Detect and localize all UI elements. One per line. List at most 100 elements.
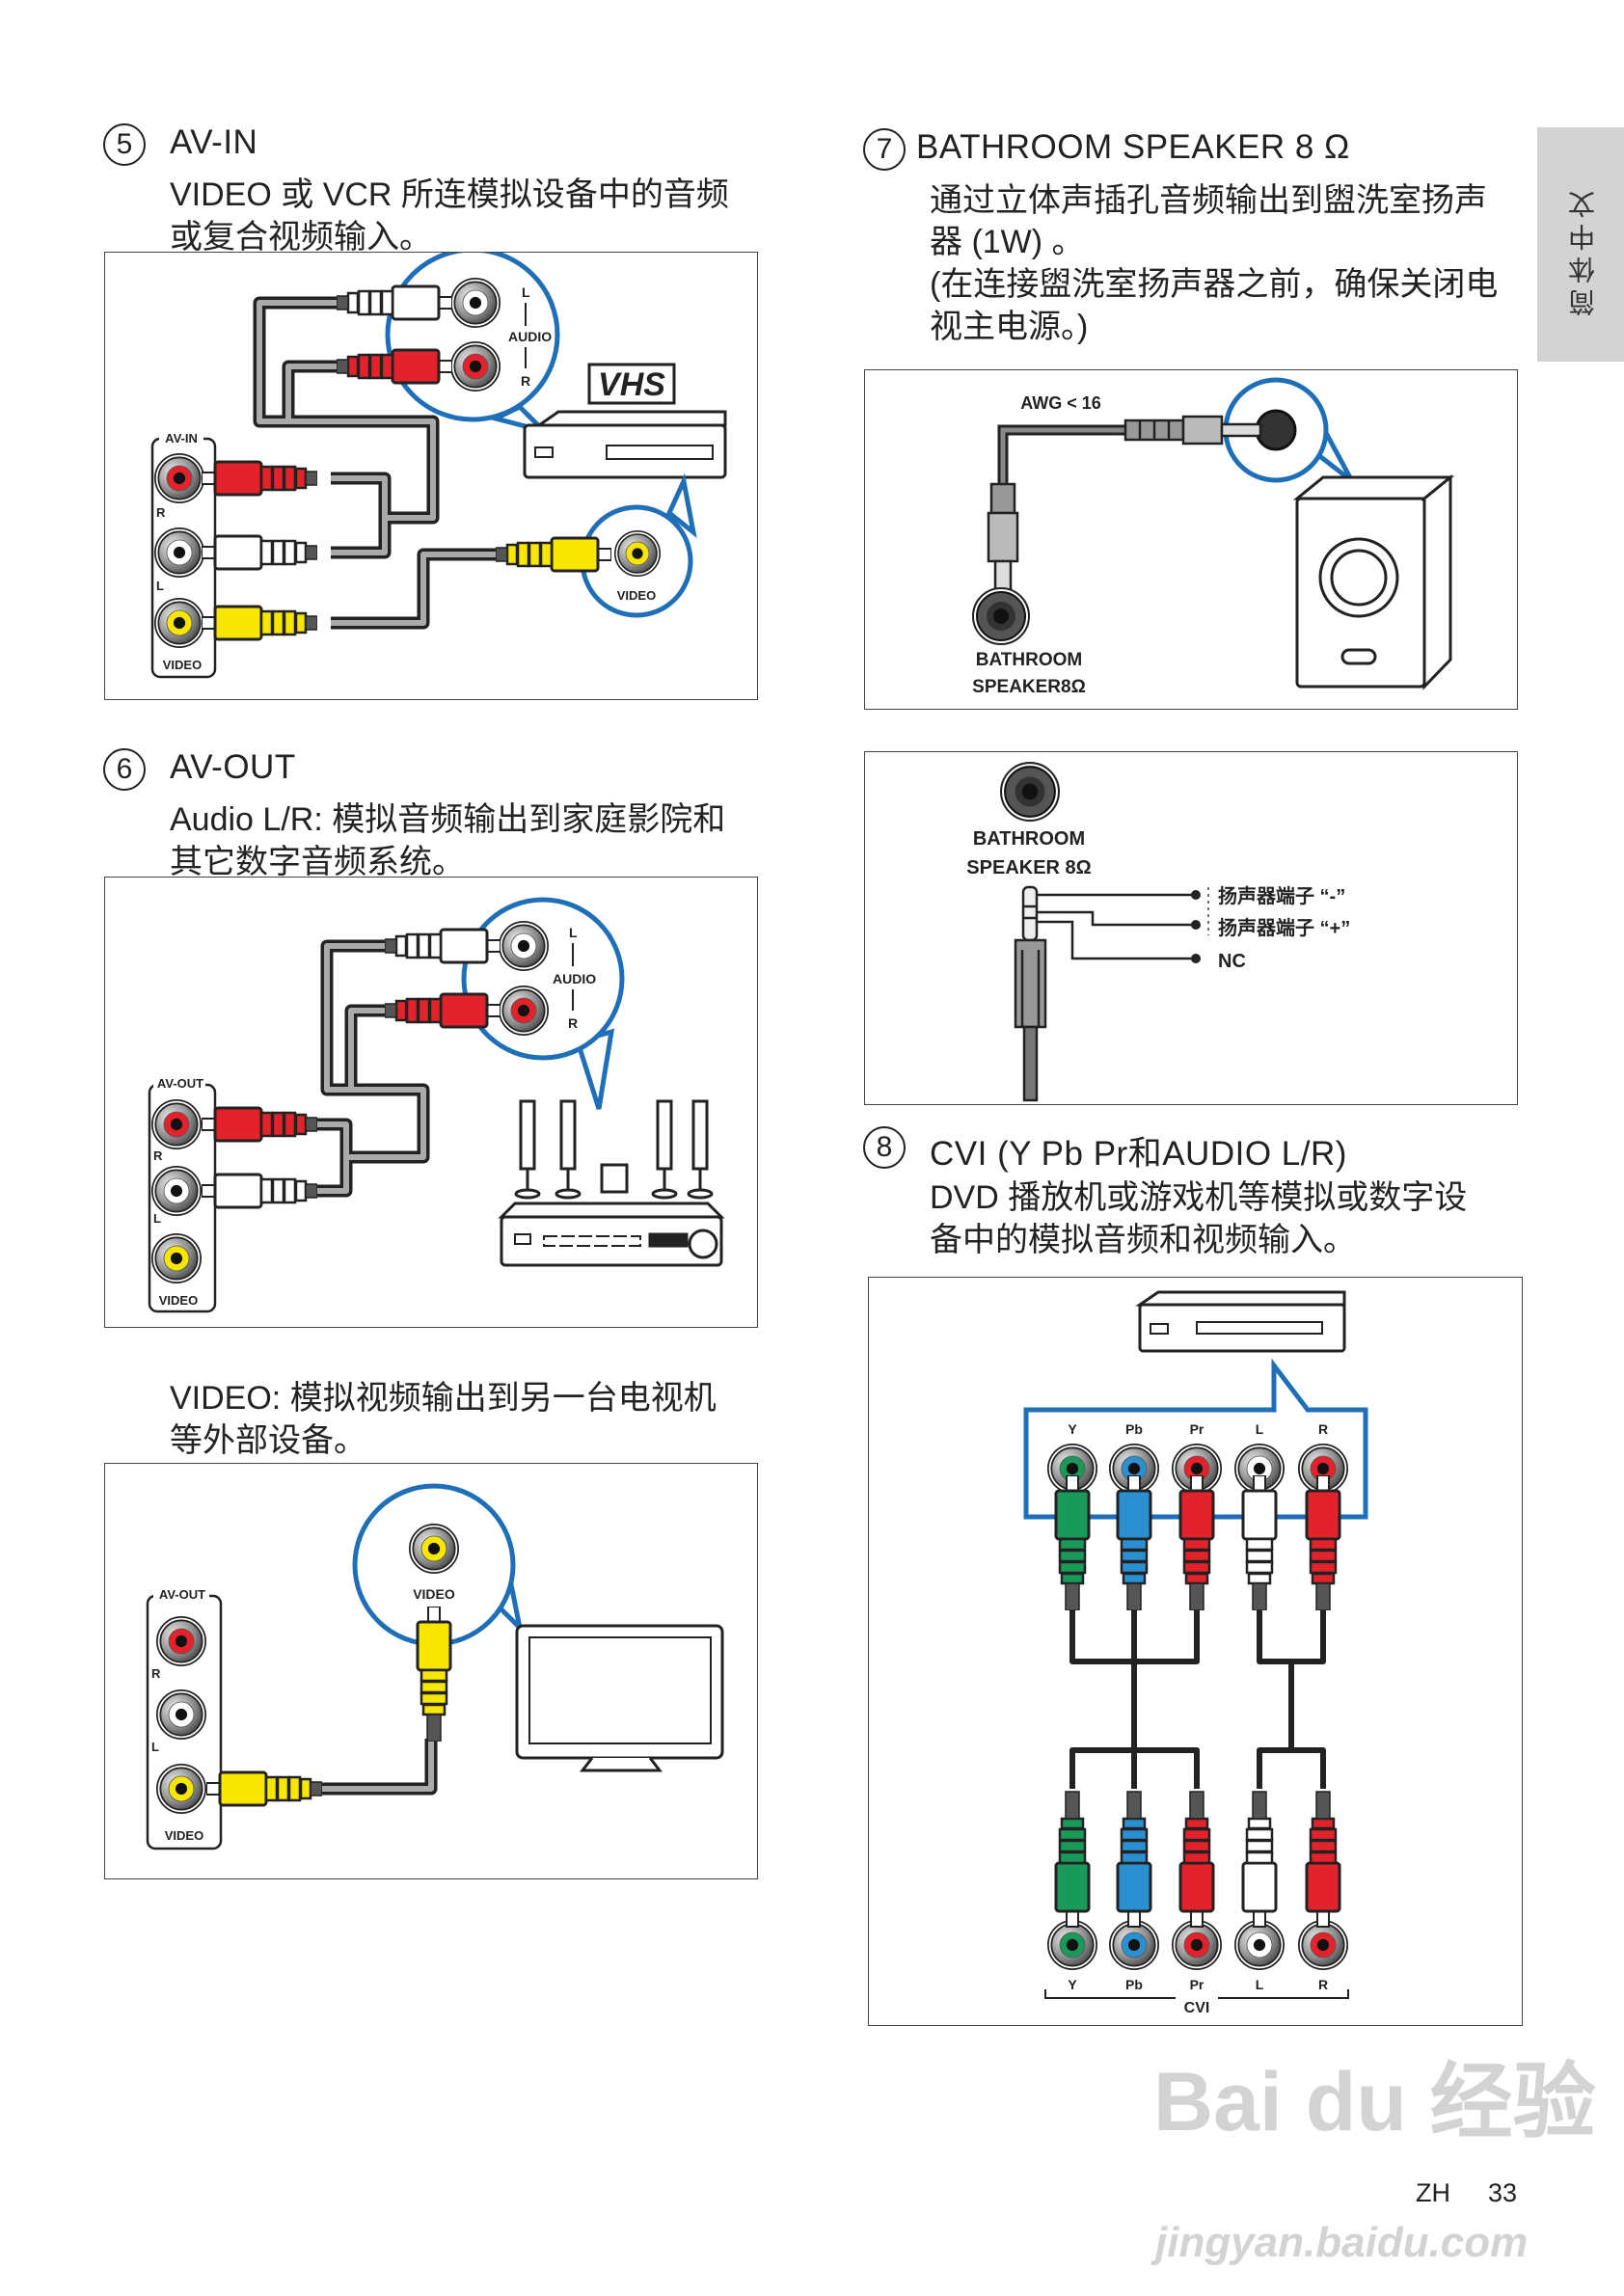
r-label: R <box>153 1148 163 1163</box>
yellow-plug <box>416 1607 452 1742</box>
bathroom-speaker-jack <box>972 587 1030 645</box>
top-label-r: R <box>1318 1421 1328 1437</box>
av-out-audio-diagram: L AUDIO R AV-OUT R L VIDEO <box>104 877 758 1328</box>
panel-label: AV-IN <box>165 431 198 446</box>
section-desc-line: 视主电源。) <box>930 309 1089 345</box>
av-out-panel: AV-OUT R L VIDEO <box>148 1076 217 1313</box>
top-label-pb: Pb <box>1125 1421 1143 1437</box>
blue-plug <box>1116 1475 1152 1610</box>
yellow-plug <box>206 1770 322 1807</box>
speaker-label: SPEAKER 8Ω <box>966 857 1091 878</box>
blue-plug <box>1116 1790 1152 1929</box>
bottom-label-pb: Pb <box>1125 1977 1143 1992</box>
footer-language: ZH <box>1416 2178 1450 2207</box>
white-plug <box>1241 1790 1278 1929</box>
cvi-diagram: Y Pb Pr L R Y Pb Pr L R CVI <box>868 1277 1523 2026</box>
red-plug <box>202 460 317 497</box>
section-number-7: 7 <box>863 128 906 171</box>
white-plug <box>1241 1475 1278 1610</box>
audio-r-jack <box>450 341 501 392</box>
mini-plug <box>1014 885 1047 1102</box>
cvi-bottom-labels: Y Pb Pr L R <box>1068 1977 1328 1992</box>
av-out-video-jack <box>156 1764 206 1814</box>
side-tab-label: 简体中文 <box>1568 185 1598 316</box>
language-side-tab: 简体中文 <box>1537 127 1624 362</box>
bottom-label-r: R <box>1318 1977 1328 1992</box>
page-number: 33 <box>1488 2178 1518 2207</box>
audio-r-jack <box>499 986 549 1036</box>
home-theater-system <box>498 1099 725 1267</box>
section-desc-line: 或复合视频输入。 <box>170 219 432 256</box>
callout-video-label: VIDEO <box>617 588 656 603</box>
section-desc-line: 器 (1W) 。 <box>930 224 1085 260</box>
av-in-l-jack <box>154 527 204 578</box>
bottom-label-pr: Pr <box>1190 1977 1204 1992</box>
white-plug <box>337 284 452 321</box>
vhs-logo: VHS <box>587 363 676 405</box>
l-label: L <box>153 1211 161 1226</box>
bathroom-pinout-diagram: BATHROOM SPEAKER 8Ω 扬声器端子 “-” 扬声器端子 “+” … <box>864 751 1518 1105</box>
pin-dots <box>1191 890 1201 963</box>
audio-label: AUDIO <box>553 971 596 986</box>
speaker-jack-icon <box>1255 409 1297 451</box>
audio-l-label: L <box>569 925 578 940</box>
av-in-diagram: L AUDIO R VHS VIDEO AV-IN R L VIDEO <box>104 252 758 700</box>
audio-r-label: R <box>521 373 530 389</box>
tv-cvi-y-jack <box>1047 1920 1097 1970</box>
section-number-8: 8 <box>863 1126 906 1169</box>
top-label-pr: Pr <box>1190 1421 1204 1437</box>
av-out-l-jack <box>151 1166 202 1216</box>
bathroom-label: BATHROOM <box>973 828 1085 850</box>
baidu-watermark-url: jingyan.baidu.com <box>1155 2219 1529 2266</box>
av-in-video-jack <box>154 598 204 648</box>
cvi-group-label: CVI <box>1184 2000 1210 2016</box>
bottom-label-l: L <box>1256 1977 1264 1992</box>
section-number-5: 5 <box>103 123 146 166</box>
section-number-6: 6 <box>103 748 146 791</box>
green-plug <box>1054 1790 1091 1929</box>
red-plug <box>1305 1475 1341 1610</box>
mini-plug-vertical <box>987 482 1019 592</box>
baidu-watermark: Bai du 经验 <box>1153 2056 1596 2148</box>
section-desc-line: 其它数字音频系统。 <box>170 844 465 880</box>
audio-l-jack <box>499 921 549 971</box>
section-desc-line: 备中的模拟音频和视频输入。 <box>930 1222 1356 1258</box>
section-desc-line: DVD 播放机或游戏机等模拟或数字设 <box>930 1179 1468 1216</box>
section-title-av-in: AV-IN <box>170 123 258 161</box>
speaker-callout <box>1223 377 1355 483</box>
pin-nc-label: NC <box>1218 951 1246 972</box>
r-label: R <box>156 505 166 520</box>
tv-audio-r-jack <box>1298 1920 1348 1970</box>
av-out-l-jack <box>156 1689 206 1740</box>
audio-callout: L AUDIO R <box>461 897 625 1110</box>
section-desc-line: 通过立体声插孔音频输出到盥洗室扬声 <box>930 182 1487 219</box>
l-label: L <box>151 1740 159 1754</box>
section-title-cvi: CVI (Y Pb Pr和AUDIO L/R) <box>930 1135 1347 1173</box>
av-out-r-jack <box>151 1099 202 1149</box>
tv <box>515 1624 724 1772</box>
av-out-video-diagram: VIDEO AV-OUT R L VIDEO <box>104 1463 758 1879</box>
section-desc-line: (在连接盥洗室扬声器之前，确保关闭电 <box>930 266 1499 303</box>
green-plug <box>1054 1475 1091 1610</box>
white-plug <box>202 1173 317 1209</box>
panel-label: AV-OUT <box>157 1076 203 1091</box>
awg-label: AWG < 16 <box>1020 393 1101 413</box>
pin-minus-label: 扬声器端子 “-” <box>1218 884 1345 907</box>
av-out-r-jack <box>156 1616 206 1666</box>
audio-l-jack <box>450 278 501 328</box>
video-out-desc-line: 等外部设备。 <box>170 1422 366 1459</box>
red-plug <box>1178 1790 1215 1929</box>
video-label: VIDEO <box>163 658 202 672</box>
audio-r-label: R <box>568 1015 578 1031</box>
section-desc-line: Audio L/R: 模拟音频输出到家庭影院和 <box>170 801 726 838</box>
dvd-player <box>1135 1290 1346 1353</box>
bathroom-speaker-diagram: AWG < 16 BATHROOM SPEAKER8Ω <box>864 369 1518 710</box>
tv-audio-l-jack <box>1234 1920 1285 1970</box>
red-plug <box>385 992 501 1029</box>
top-label-l: L <box>1256 1421 1264 1437</box>
cables <box>322 1739 438 1796</box>
vcr-video-jack <box>614 530 661 577</box>
audio-label: AUDIO <box>508 329 552 344</box>
bathroom-speaker-jack <box>1000 762 1060 822</box>
av-in-r-jack <box>154 453 204 503</box>
